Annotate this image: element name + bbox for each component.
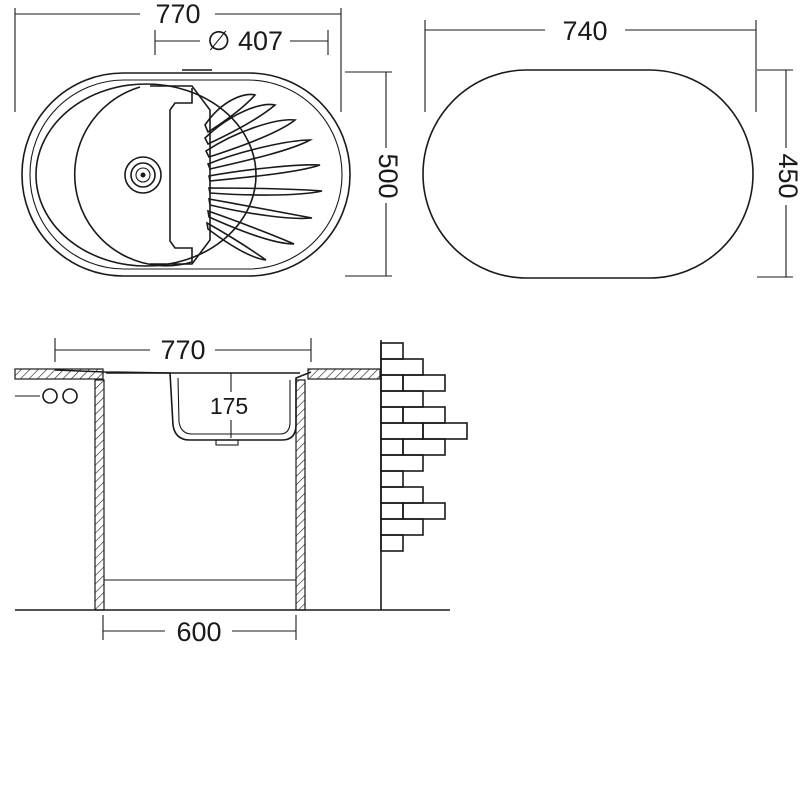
- top-view: 770 ∅ 407 500: [14, 0, 403, 277]
- sink-section-profile: [54, 369, 312, 441]
- cabinet-wall-left: [94, 379, 105, 611]
- cutout-width-dimension: 740: [424, 16, 757, 112]
- cutout-depth-label: 450: [773, 153, 800, 198]
- appliance-knobs: [15, 388, 78, 404]
- cutout-view: 740 450: [422, 16, 800, 279]
- top-depth-label: 500: [373, 153, 403, 198]
- top-width-dimension: 770: [14, 0, 342, 112]
- bowl-outline: [73, 86, 193, 267]
- section-width-label: 770: [160, 335, 205, 365]
- cutout-width-label: 740: [562, 16, 607, 46]
- bowl-depth-dimension: 175: [210, 373, 248, 438]
- top-width-label: 770: [155, 0, 200, 29]
- cutout-outline: [422, 69, 754, 279]
- drain: [124, 156, 162, 194]
- bowl-depth-label: 175: [210, 393, 248, 419]
- section-view: 770 175: [14, 335, 468, 647]
- bowl-diameter-label: ∅ 407: [207, 26, 283, 56]
- brick-wall: [380, 340, 468, 610]
- sink-inner-rim: [29, 79, 343, 270]
- countertop-left: [14, 368, 104, 380]
- cabinet-wall-right: [295, 379, 306, 611]
- sink-outer-rim: [21, 72, 351, 277]
- bowl-inner: [35, 83, 257, 267]
- countertop-right: [307, 368, 381, 380]
- sink-section-inner: [177, 377, 291, 435]
- drain-outlet: [215, 439, 239, 446]
- cabinet-width-label: 600: [176, 617, 221, 647]
- drainer-edge: [150, 85, 211, 265]
- cutout-depth-dimension: 450: [757, 69, 800, 278]
- bowl-diameter-dimension: ∅ 407: [154, 26, 329, 56]
- top-depth-dimension: 500: [345, 71, 403, 277]
- drainer-ribs: [204, 93, 323, 261]
- section-width-dimension: 770: [54, 335, 312, 365]
- cabinet-width-dimension: 600: [102, 615, 297, 647]
